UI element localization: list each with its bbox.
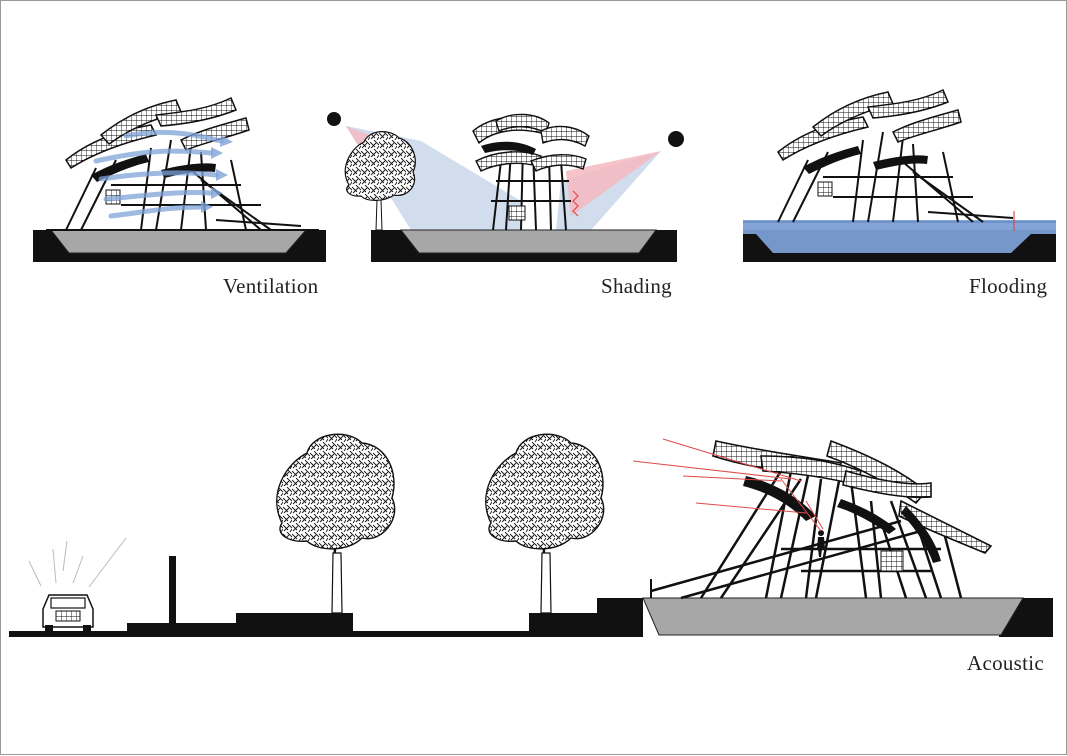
sun-icon: [668, 131, 684, 147]
caption-acoustic: Acoustic: [967, 651, 1045, 675]
flooding-diagram: [743, 89, 1056, 262]
shadow-cone-right: [556, 151, 661, 230]
pool-basin: [49, 229, 308, 254]
caption-shading: Shading: [601, 274, 672, 298]
flood-water: [743, 220, 1056, 253]
tree-icon: [484, 433, 605, 615]
car-icon: [42, 594, 94, 631]
shading-diagram: [327, 112, 684, 262]
ventilation-diagram: [33, 97, 326, 262]
airflow-arrows: [93, 129, 224, 219]
sound-rays: [632, 438, 824, 532]
caption-ventilation: Ventilation: [223, 274, 319, 298]
noise-lines: [28, 537, 127, 588]
acoustic-diagram: [9, 433, 1053, 637]
person-icon: [817, 530, 825, 557]
wall: [169, 556, 176, 626]
pavilion-icon: [650, 439, 993, 600]
sun-icon: [327, 112, 341, 126]
pavilion-icon: [65, 97, 302, 231]
tree-icon: [275, 433, 396, 615]
pavilion-icon: [472, 113, 590, 231]
caption-flooding: Flooding: [969, 274, 1048, 298]
pool-basin: [642, 597, 1024, 636]
pavilion-icon: [777, 89, 1014, 223]
ground-section: [9, 598, 643, 637]
